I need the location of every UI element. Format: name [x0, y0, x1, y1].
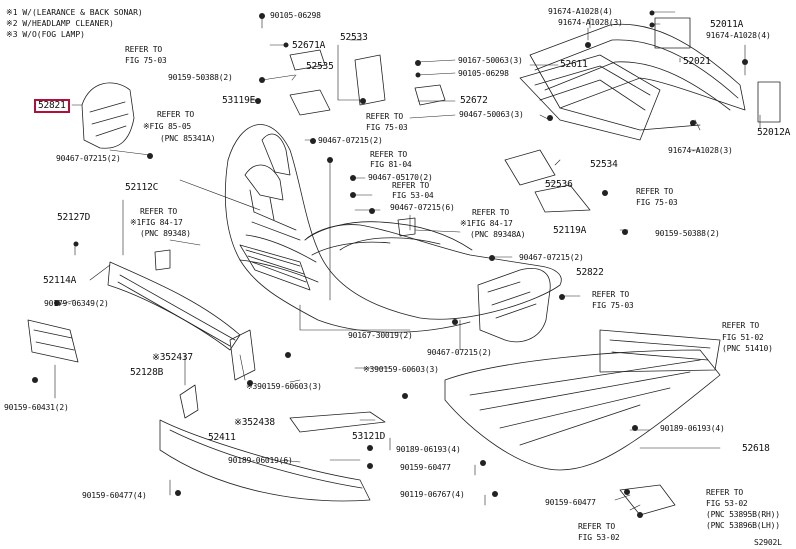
reinforcement-bar: [529, 17, 781, 131]
reference-label[interactable]: REFER TO: [722, 321, 759, 330]
under-cover: [444, 329, 721, 516]
part-label[interactable]: 90159-60477: [545, 498, 596, 507]
part-label[interactable]: 52011A: [710, 19, 744, 30]
reference-label[interactable]: (PNC 85341A): [160, 134, 216, 143]
reference-label[interactable]: FIG 75-03: [592, 301, 634, 310]
reference-label[interactable]: FIG 81-04: [370, 160, 412, 169]
part-label[interactable]: 90159-60431(2): [4, 403, 69, 412]
reference-label[interactable]: FIG 75-03: [125, 56, 167, 65]
reference-label[interactable]: FIG 53-04: [392, 191, 434, 200]
bolts: [32, 10, 748, 518]
reference-label[interactable]: REFER TO: [370, 150, 407, 159]
reference-label[interactable]: REFER TO: [578, 522, 615, 531]
side-retainer-52821: [81, 82, 135, 149]
reference-label[interactable]: REFER TO: [636, 187, 673, 196]
part-label[interactable]: 52611: [560, 59, 588, 70]
part-label[interactable]: 90189-06019(6): [228, 456, 293, 465]
part-label[interactable]: 91674-A1028(3): [668, 146, 733, 155]
part-label[interactable]: 52128B: [130, 367, 164, 378]
part-label[interactable]: 52534: [590, 159, 618, 170]
reference-label[interactable]: FIG 75-03: [366, 123, 408, 132]
part-label[interactable]: 90167-50063(3): [458, 56, 523, 65]
side-retainer-52822: [477, 268, 551, 343]
reference-label[interactable]: REFER TO: [366, 112, 403, 121]
small-brackets: [154, 49, 591, 381]
part-label[interactable]: ※352437: [152, 352, 193, 363]
reference-label[interactable]: (PNC 89348A): [470, 230, 526, 239]
diagram-code: S2902L: [754, 538, 782, 547]
part-label[interactable]: 90467-07215(2): [519, 253, 584, 262]
part-label[interactable]: 90467-07215(2): [427, 348, 492, 357]
reference-label[interactable]: FIG 53-02: [706, 499, 748, 508]
part-label[interactable]: 53119E: [222, 95, 256, 106]
part-label[interactable]: 91674-A1028(3): [558, 18, 623, 27]
reference-label[interactable]: (PNC 53895B(RH)): [706, 510, 780, 519]
reference-label[interactable]: REFER TO: [140, 207, 177, 216]
bumper-cover-shape: [224, 124, 562, 333]
reference-label[interactable]: REFER TO: [706, 488, 743, 497]
part-label[interactable]: 90159-50388(2): [655, 229, 720, 238]
lower-spoiler: [159, 384, 386, 502]
reference-label[interactable]: FIG 53-02: [578, 533, 620, 542]
part-label[interactable]: 52671A: [292, 40, 326, 51]
part-label[interactable]: ※390159-60603(3): [246, 382, 322, 391]
part-label[interactable]: 52535: [306, 61, 334, 72]
reference-label[interactable]: FIG 75-03: [636, 198, 678, 207]
reference-label[interactable]: (PNC 51410): [722, 344, 773, 353]
part-label[interactable]: 52536: [545, 179, 573, 190]
part-label[interactable]: 91674-A1028(4): [548, 7, 613, 16]
part-label[interactable]: 52127D: [57, 212, 91, 223]
part-label[interactable]: 90467-07215(2): [56, 154, 121, 163]
part-label[interactable]: 90167-30019(2): [348, 331, 413, 340]
part-label[interactable]: 90159-50388(2): [168, 73, 233, 82]
part-label[interactable]: 52618: [742, 443, 770, 454]
part-label[interactable]: 90179-06349(2): [44, 299, 109, 308]
lower-grille: [27, 261, 241, 363]
part-label[interactable]: 52012A: [757, 127, 791, 138]
part-label[interactable]: 52411: [208, 432, 236, 443]
reference-label[interactable]: REFER TO: [472, 208, 509, 217]
part-label[interactable]: 52822: [576, 267, 604, 278]
part-label[interactable]: 90159-60477(4): [82, 491, 147, 500]
reference-label[interactable]: FIG 51-02: [722, 333, 764, 342]
part-label[interactable]: 90189-06193(4): [396, 445, 461, 454]
part-label[interactable]: 90467-07215(2): [318, 136, 383, 145]
reference-label[interactable]: REFER TO: [157, 110, 194, 119]
part-label[interactable]: 52119A: [553, 225, 587, 236]
reference-label[interactable]: (PNC 53896B(LH)): [706, 521, 780, 530]
part-label[interactable]: ※352438: [234, 417, 275, 428]
part-label[interactable]: 52021: [683, 56, 711, 67]
energy-absorber: [519, 54, 661, 141]
part-label[interactable]: 53121D: [352, 431, 386, 442]
part-label[interactable]: 52114A: [43, 275, 77, 286]
part-label[interactable]: 90189-06193(4): [660, 424, 725, 433]
part-label[interactable]: 91674-A1028(4): [706, 31, 771, 40]
reference-label[interactable]: (PNC 89348): [140, 229, 191, 238]
part-label[interactable]: 90467-07215(6): [390, 203, 455, 212]
part-label[interactable]: 90159-60477: [400, 463, 451, 472]
part-label[interactable]: 52533: [340, 32, 368, 43]
part-label[interactable]: 90105-06298: [458, 69, 509, 78]
reference-label[interactable]: REFER TO: [592, 290, 629, 299]
part-label[interactable]: 90105-06298: [270, 11, 321, 20]
note-2: ※2 W/HEADLAMP CLEANER): [6, 19, 114, 28]
note-1: ※1 W/(LEARANCE & BACK SONAR): [6, 8, 143, 17]
part-label[interactable]: ※390159-60603(3): [363, 365, 439, 374]
part-label[interactable]: 52112C: [125, 182, 159, 193]
highlighted-part-number[interactable]: 52821: [34, 99, 70, 113]
reference-label[interactable]: REFER TO: [125, 45, 162, 54]
part-label[interactable]: 52672: [460, 95, 488, 106]
part-label[interactable]: 90467-50063(3): [459, 110, 524, 119]
part-label[interactable]: 90119-06767(4): [400, 490, 465, 499]
reference-label[interactable]: REFER TO: [392, 181, 429, 190]
reference-label[interactable]: ※1FIG 84-17: [460, 219, 513, 228]
leader-lines: [54, 11, 761, 511]
reference-label[interactable]: ※1FIG 84-17: [130, 218, 183, 227]
reference-label[interactable]: ※FIG 85-05: [143, 122, 192, 131]
part-label[interactable]: 90467-05170(2): [368, 173, 433, 182]
note-3: ※3 W/O(FOG LAMP): [6, 30, 85, 39]
